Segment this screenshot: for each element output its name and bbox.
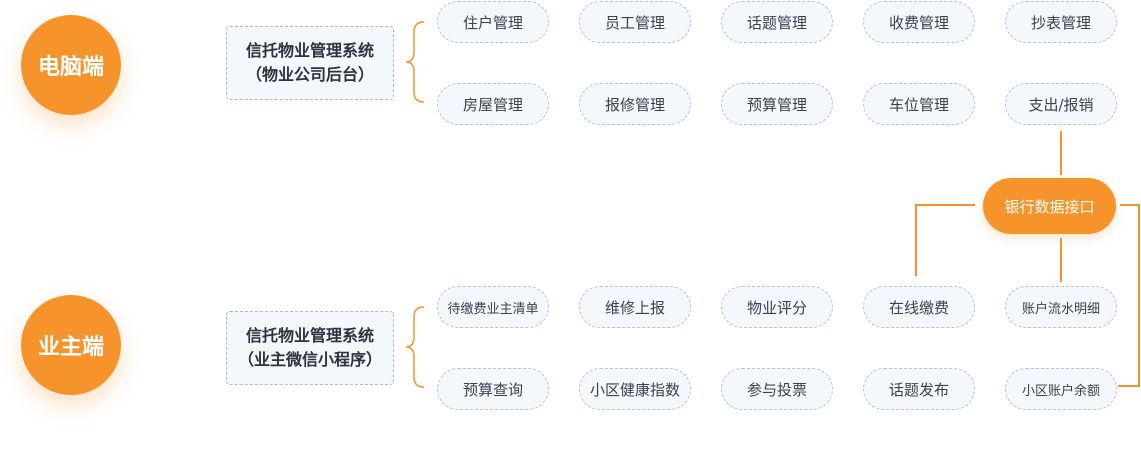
module-resident-mgmt: 住户管理 — [437, 1, 549, 43]
pc-client-label: 电脑端 — [37, 55, 104, 80]
owner-system-subtitle: （业主微信小程序） — [237, 350, 382, 369]
module-budget-query: 预算查询 — [437, 368, 549, 410]
pc-system-box: 信托物业管理系统 （物业公司后台） — [226, 26, 394, 100]
owner-system-title: 信托物业管理系统 — [245, 326, 374, 345]
module-budget-mgmt: 预算管理 — [721, 83, 833, 125]
module-repair-report: 维修上报 — [579, 286, 691, 328]
bank-to-balance-line — [1118, 204, 1140, 387]
module-account-flow: 账户流水明细 — [1005, 286, 1117, 328]
module-health-index: 小区健康指数 — [579, 368, 691, 410]
module-repair-mgmt: 报修管理 — [579, 83, 691, 125]
pc-system-title: 信托物业管理系统 — [245, 41, 374, 60]
module-staff-mgmt: 员工管理 — [579, 1, 691, 43]
module-meter-mgmt: 抄表管理 — [1005, 1, 1117, 43]
module-property-rating: 物业评分 — [721, 286, 833, 328]
module-community-balance: 小区账户余额 — [1005, 368, 1117, 410]
module-fee-mgmt: 收费管理 — [863, 1, 975, 43]
module-expense: 支出/报销 — [1005, 83, 1117, 125]
bank-to-payment-line — [915, 204, 975, 276]
module-voting: 参与投票 — [721, 368, 833, 410]
module-unpaid-owner-list: 待缴费业主清单 — [437, 286, 549, 328]
owner-system-box: 信托物业管理系统 （业主微信小程序） — [226, 311, 394, 385]
pc-brace — [405, 21, 425, 103]
owner-client-circle: 业主端 — [21, 295, 121, 395]
module-parking-mgmt: 车位管理 — [863, 83, 975, 125]
pc-system-subtitle: （物业公司后台） — [245, 65, 374, 84]
module-house-mgmt: 房屋管理 — [437, 83, 549, 125]
owner-client-label: 业主端 — [37, 335, 104, 360]
module-topic-mgmt: 话题管理 — [721, 1, 833, 43]
module-online-payment: 在线缴费 — [863, 286, 975, 328]
owner-brace — [405, 306, 425, 388]
bank-data-interface: 银行数据接口 — [983, 178, 1116, 234]
module-topic-post: 话题发布 — [863, 368, 975, 410]
pc-client-circle: 电脑端 — [21, 15, 121, 115]
